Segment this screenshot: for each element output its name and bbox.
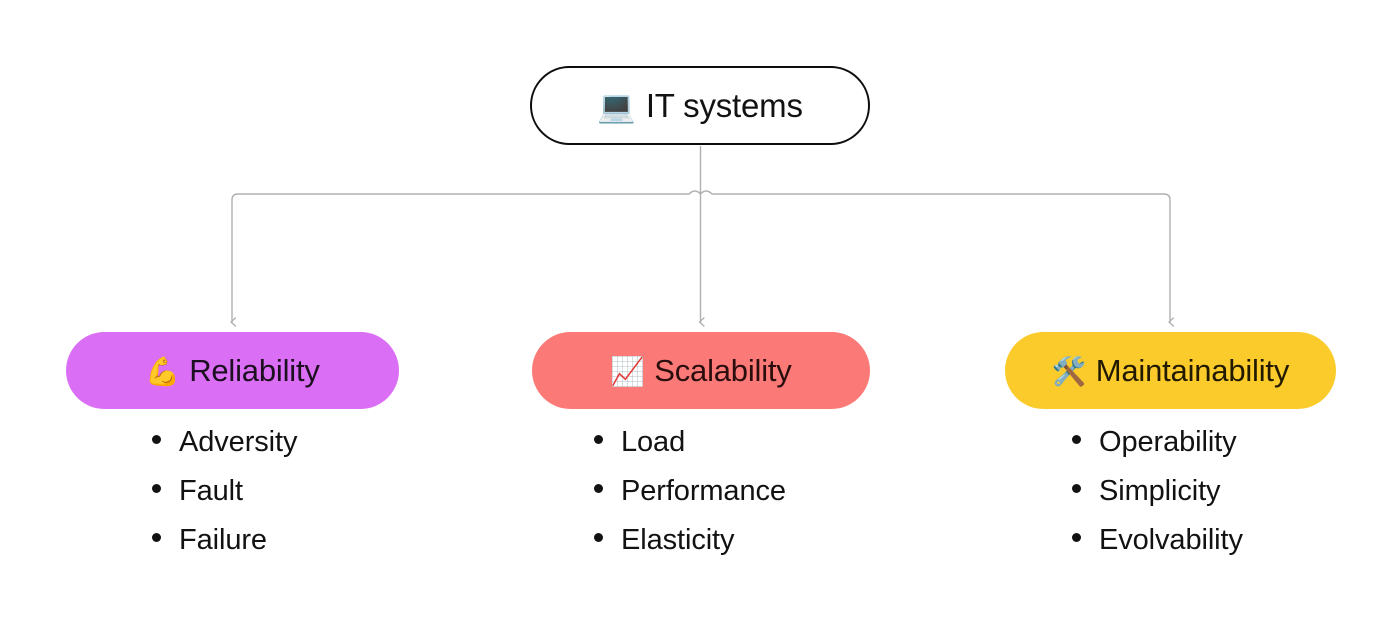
list-item-label: Simplicity bbox=[1099, 475, 1221, 507]
bullet-dot-icon bbox=[594, 533, 603, 542]
list-item-label: Evolvability bbox=[1099, 524, 1243, 556]
list-item: Failure bbox=[152, 526, 297, 575]
list-item-label: Operability bbox=[1099, 426, 1237, 458]
list-item: Fault bbox=[152, 477, 297, 526]
node-scalability[interactable]: 📈 Scalability bbox=[532, 332, 870, 409]
list-item-label: Adversity bbox=[179, 426, 298, 458]
bullet-dot-icon bbox=[594, 484, 603, 493]
bullet-dot-icon bbox=[1072, 484, 1081, 493]
bullet-dot-icon bbox=[152, 484, 161, 493]
node-reliability-label: Reliability bbox=[189, 352, 320, 388]
node-maintainability-label: Maintainability bbox=[1095, 352, 1290, 388]
flexed-biceps-emoji: 💪 bbox=[145, 355, 181, 387]
node-reliability[interactable]: 💪 Reliability bbox=[66, 332, 399, 409]
bullet-dot-icon bbox=[152, 435, 161, 444]
node-maintainability[interactable]: 🛠️ Maintainability bbox=[1005, 332, 1336, 409]
list-item-label: Load bbox=[621, 426, 686, 458]
list-item-label: Failure bbox=[179, 524, 267, 556]
list-item-label: Performance bbox=[621, 475, 786, 507]
bullet-dot-icon bbox=[1072, 435, 1081, 444]
list-item: Operability bbox=[1072, 428, 1243, 477]
list-item: Adversity bbox=[152, 428, 297, 477]
connector-to-maintainability bbox=[699, 190, 1175, 327]
list-item: Elasticity bbox=[594, 526, 786, 575]
list-item-label: Elasticity bbox=[621, 524, 735, 556]
list-item: Evolvability bbox=[1072, 526, 1243, 575]
root-node-label: IT systems bbox=[645, 86, 803, 124]
chart-increasing-emoji: 📈 bbox=[610, 355, 646, 387]
bullet-dot-icon bbox=[152, 533, 161, 542]
list-item-label: Fault bbox=[179, 475, 243, 507]
node-scalability-label: Scalability bbox=[654, 352, 792, 388]
root-node-it-systems[interactable]: 💻 IT systems bbox=[530, 66, 870, 145]
list-item: Performance bbox=[594, 477, 786, 526]
list-item: Simplicity bbox=[1072, 477, 1243, 526]
laptop-emoji: 💻 bbox=[597, 89, 636, 124]
hammer-and-wrench-emoji: 🛠️ bbox=[1051, 355, 1087, 387]
list-item: Load bbox=[594, 428, 786, 477]
bullet-dot-icon bbox=[594, 435, 603, 444]
connector-to-reliability bbox=[230, 190, 702, 327]
bullet-dot-icon bbox=[1072, 533, 1081, 542]
